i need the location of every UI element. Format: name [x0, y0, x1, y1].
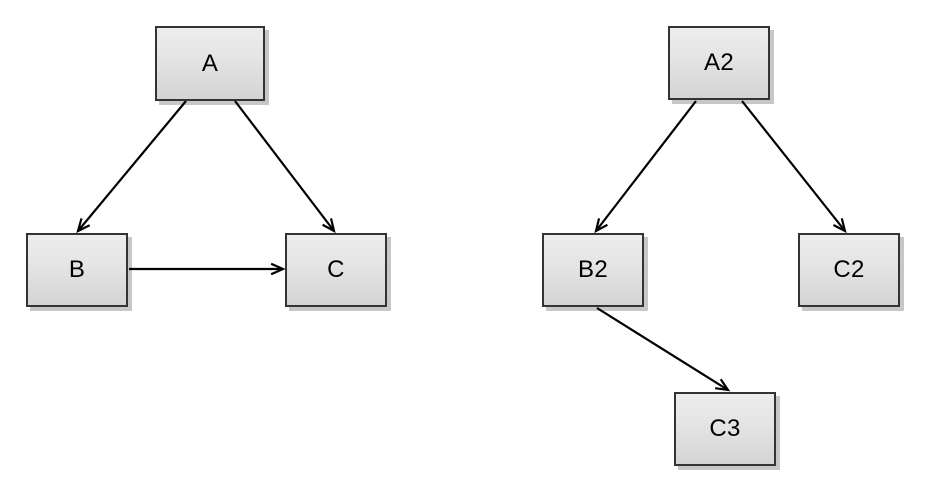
node-a[interactable]: A — [155, 26, 265, 101]
node-c-label: C — [327, 256, 345, 283]
node-c3[interactable]: C3 — [674, 392, 776, 466]
node-c[interactable]: C — [285, 233, 387, 307]
edge-line — [741, 100, 846, 232]
arrowhead-icon — [832, 218, 847, 234]
edge-b-c — [129, 262, 286, 276]
node-c2-label: C2 — [833, 256, 865, 283]
node-c3-label: C3 — [709, 415, 741, 442]
arrowhead-icon — [594, 218, 608, 234]
edge-a-c — [234, 100, 336, 234]
edge-a2-c2 — [741, 100, 847, 234]
arrowhead-icon — [714, 378, 731, 392]
node-a2-label: A2 — [704, 49, 734, 76]
node-a-label: A — [201, 49, 219, 77]
arrowhead-icon — [322, 218, 336, 234]
edge-line — [234, 100, 335, 232]
edge-line — [596, 307, 729, 391]
edge-b2-c3 — [596, 307, 731, 392]
arrowhead-icon — [270, 262, 286, 276]
node-b-label: B — [68, 256, 86, 283]
node-c2[interactable]: C2 — [798, 233, 900, 307]
node-b[interactable]: B — [26, 233, 128, 307]
node-b2[interactable]: B2 — [542, 233, 644, 307]
node-a2[interactable]: A2 — [668, 26, 770, 100]
arrowhead-icon — [76, 218, 91, 234]
edge-a2-b2 — [594, 100, 697, 234]
edge-line — [595, 100, 697, 232]
node-b2-label: B2 — [578, 256, 608, 283]
edge-line — [77, 100, 187, 232]
edge-a-b — [76, 100, 187, 234]
